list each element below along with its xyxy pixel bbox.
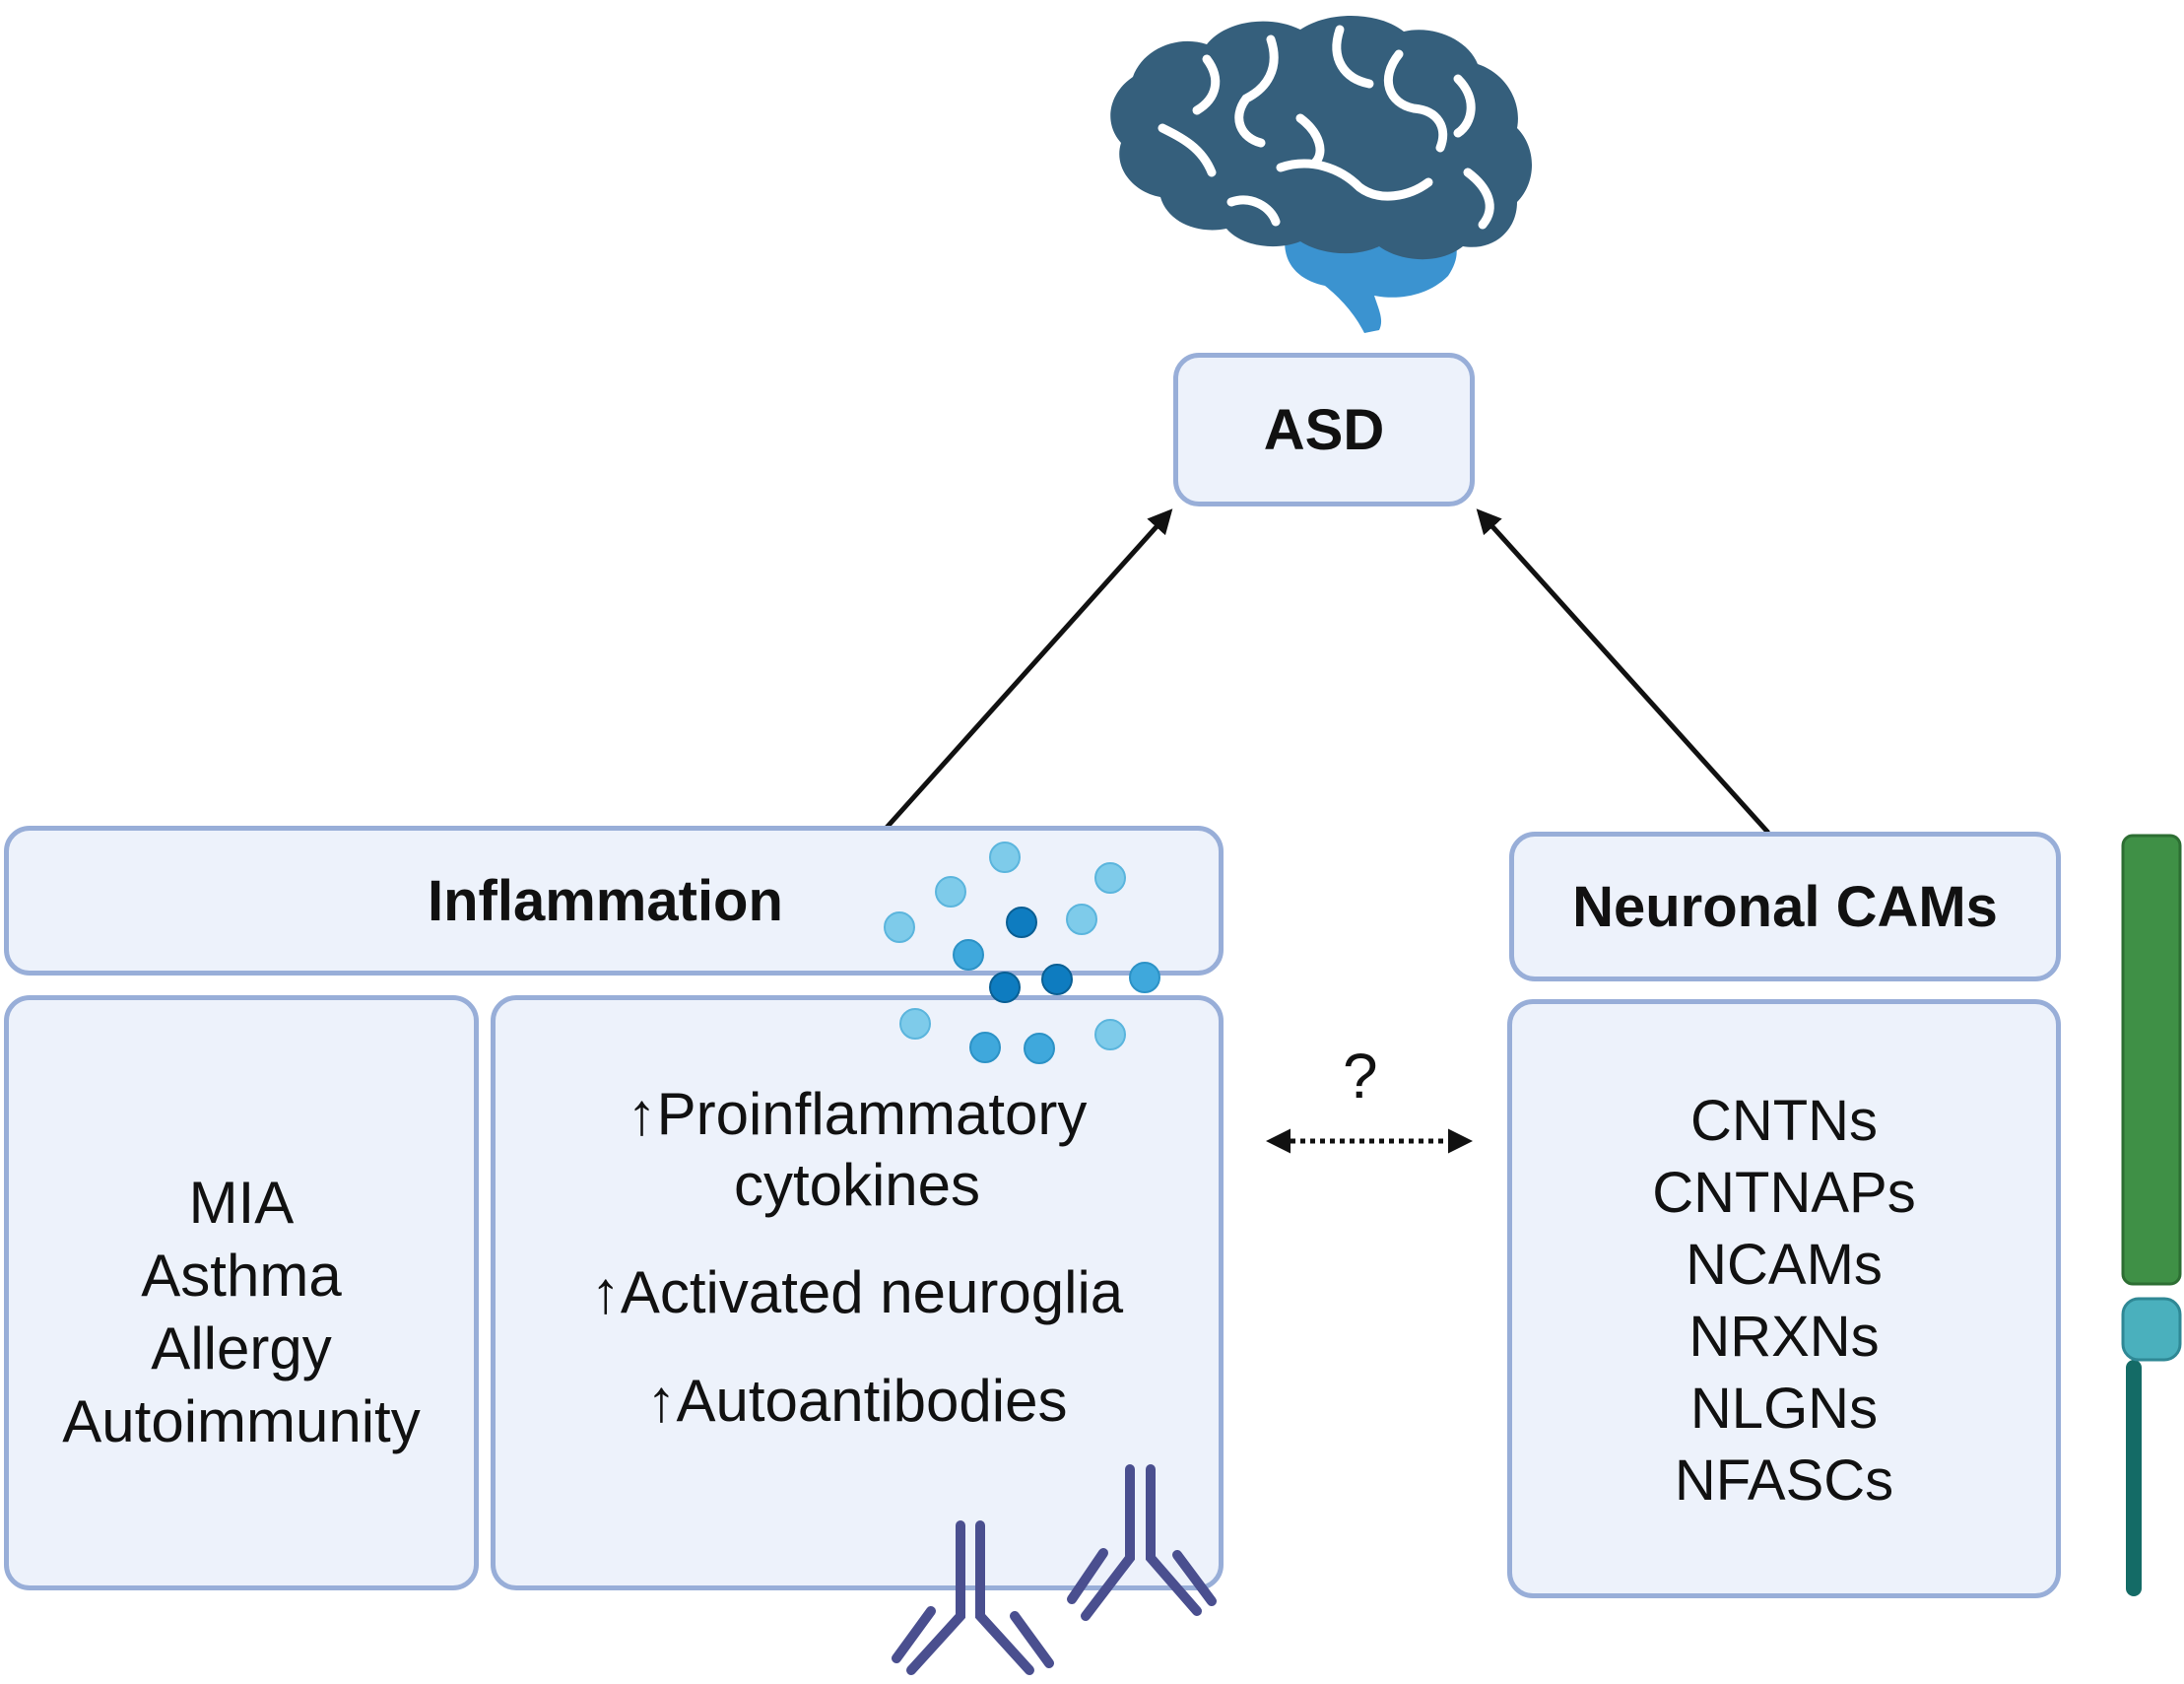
factor-item: MIA [188, 1170, 295, 1236]
effect-cytokines: cytokines [733, 1152, 981, 1218]
cams-list-box: CNTNs CNTNAPs NCAMs NRXNs NLGNs NFASCs [1507, 999, 2061, 1598]
up-arrow-icon: ↑ [590, 1259, 621, 1325]
link-question-mark: ? [1343, 1041, 1378, 1111]
cam-item: NRXNs [1688, 1305, 1880, 1369]
cam-protein-icon [2121, 834, 2182, 1596]
effect-neuroglia: ↑Activated neuroglia [590, 1259, 1124, 1325]
antibody-icon [1067, 1464, 1217, 1621]
antibody-icon [892, 1520, 1054, 1675]
cams-title: Neuronal CAMs [1572, 874, 1998, 939]
inflammation-factors-box: MIA Asthma Allergy Autoimmunity [4, 995, 479, 1590]
inflammation-header-box: Inflammation [4, 826, 1224, 976]
effect-autoantibodies: ↑Autoantibodies [646, 1368, 1068, 1434]
cam-item: NCAMs [1686, 1233, 1883, 1297]
effect-proinflammatory: ↑Proinflammatory [627, 1081, 1088, 1147]
cams-header-box: Neuronal CAMs [1509, 832, 2061, 981]
arrow-inflammation-to-asd [883, 508, 1173, 832]
up-arrow-icon: ↑ [646, 1368, 677, 1434]
cam-item: CNTNAPs [1652, 1161, 1916, 1225]
inflammation-effects-box: ↑Proinflammatory cytokines ↑Activated ne… [491, 995, 1224, 1590]
inflammation-title: Inflammation [428, 869, 783, 933]
arrow-cams-to-asd [1476, 508, 1770, 835]
asd-box: ASD [1173, 353, 1475, 506]
cam-item: NFASCs [1674, 1448, 1894, 1513]
up-arrow-icon: ↑ [627, 1081, 657, 1147]
factor-item: Asthma [141, 1243, 342, 1309]
factor-item: Autoimmunity [62, 1388, 421, 1454]
cam-item: CNTNs [1689, 1089, 1879, 1153]
cam-item: NLGNs [1689, 1377, 1879, 1441]
asd-label: ASD [1263, 397, 1385, 462]
cytokine-cluster-icon [884, 842, 1160, 1064]
factor-item: Allergy [151, 1315, 332, 1381]
